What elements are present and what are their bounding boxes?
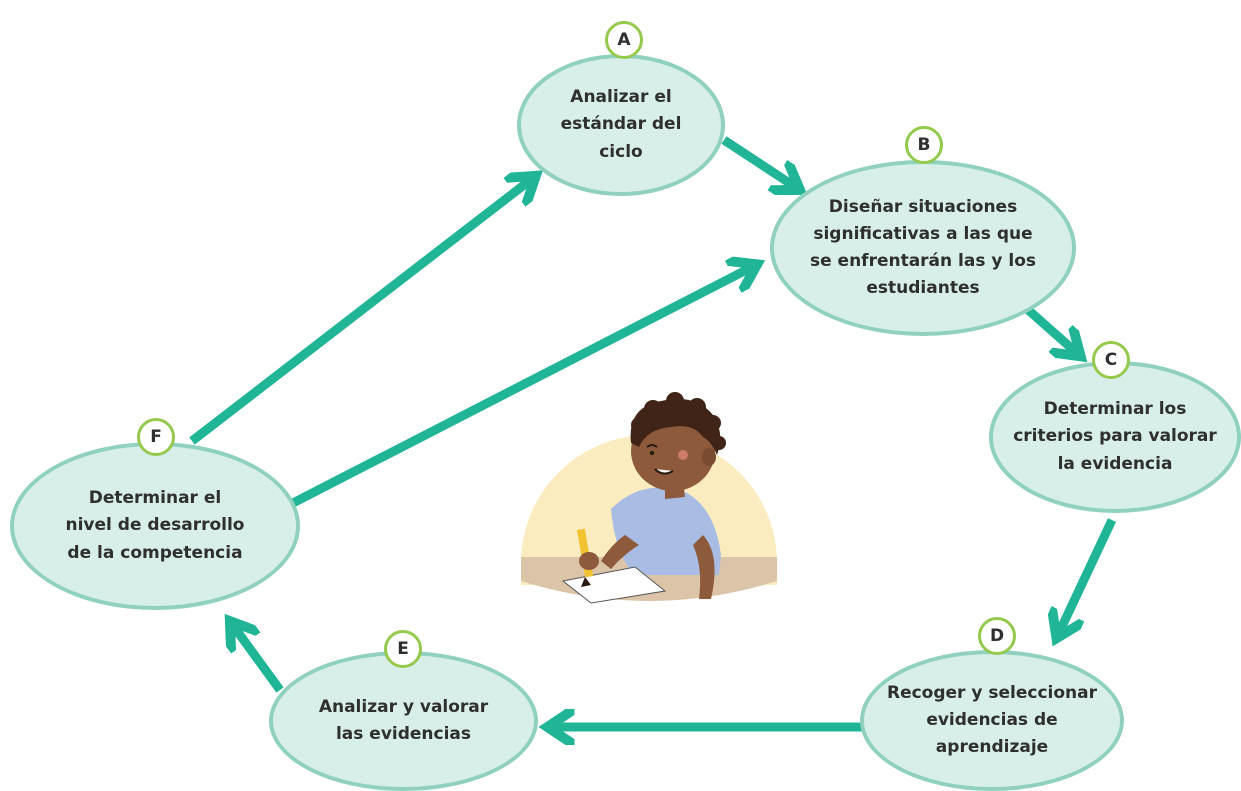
node-a-label: Analizar el estándar del ciclo [560,87,682,162]
badge-b: B [905,126,943,164]
child-writing-illustration [521,392,777,604]
badge-f: F [137,418,175,456]
node-c: Determinar los criterios para valorar la… [989,361,1241,513]
node-b-ellipse [770,160,1076,336]
node-d-label: Recoger y seleccionar evidencias de apre… [886,682,1097,758]
badge-e: E [384,630,422,668]
arrow-c-to-d [1058,518,1117,635]
badge-a: A [605,21,643,59]
arrow-e-to-f [232,624,284,693]
node-f-label: Determinar el nivel de desarrollo de la … [65,488,245,563]
arrow-f-to-a [189,178,533,445]
node-f-ellipse [10,442,300,610]
node-b-label: Diseñar situaciones significativas a las… [809,196,1037,299]
badge-c: C [1092,341,1130,379]
node-e: Analizar y valorar las evidencias [269,651,538,791]
node-e-label: Analizar y valorar las evidencias [318,696,489,744]
node-a: Analizar el estándar del ciclo [517,54,725,196]
node-c-label: Determinar los criterios para valorar la… [1013,399,1217,474]
node-b: Diseñar situaciones significativas a las… [770,160,1076,336]
arrow-a-to-b [721,136,797,188]
node-d: Recoger y seleccionar evidencias de apre… [860,650,1124,791]
badge-d: D [978,617,1016,655]
arrow-b-to-c [1023,304,1078,354]
node-f: Determinar el nivel de desarrollo de la … [10,442,300,610]
node-d-ellipse [860,650,1124,791]
arrow-f-to-b [290,266,754,508]
